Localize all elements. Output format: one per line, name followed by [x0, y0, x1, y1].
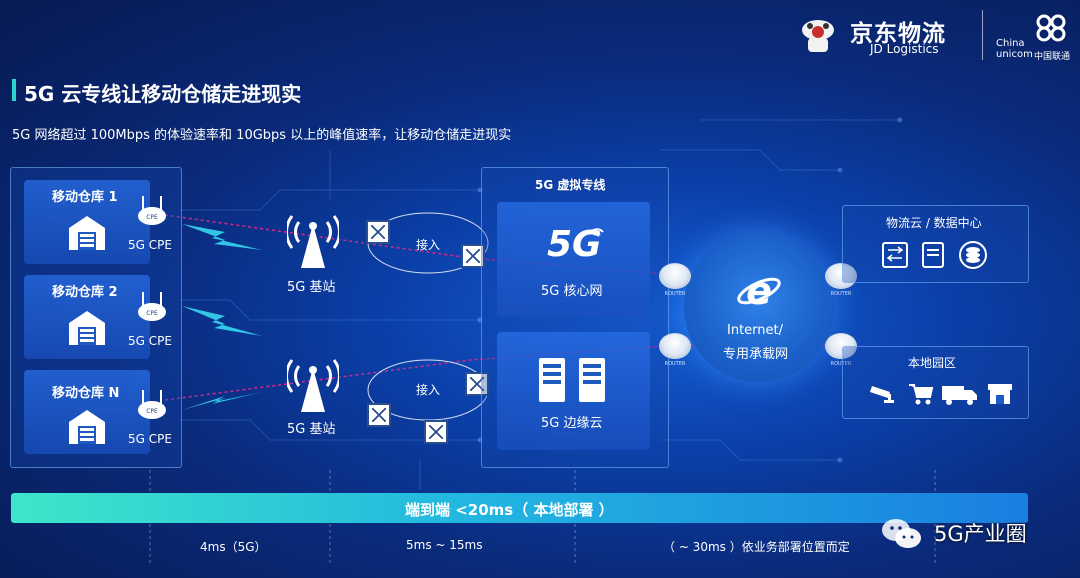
latency-segment-5g: 4ms（5G） [200, 540, 267, 554]
latency-bar [11, 493, 1028, 523]
jd-logo: 京东物流 JD Logistics [796, 14, 968, 58]
latency-segment-cloud: （ ~ 30ms ）依业务部署位置而定 [663, 540, 850, 554]
svg-text:CPE: CPE [146, 214, 158, 221]
internet-globe [684, 232, 834, 382]
base-station-label: 5G 基站 [287, 422, 336, 437]
page-title: 5G 云专线让移动仓储走进现实 [24, 82, 302, 106]
wifi-signal-icon [590, 228, 604, 236]
warehouse-card: 移动仓库 2 [24, 275, 150, 359]
wechat-watermark: 5G产业圈 [880, 512, 1060, 552]
cpe-router-icon: CPE [138, 292, 166, 321]
server-rack-icon [922, 242, 944, 268]
svg-text:e: e [746, 269, 772, 313]
warehouse-label: 移动仓库 1 [52, 190, 118, 205]
unicom-logo-en1: China [996, 38, 1025, 49]
internet-label-line1: Internet/ [727, 323, 783, 338]
core-network-card: 5G 5G 核心网 [497, 202, 650, 317]
title-accent-bar [12, 79, 16, 101]
router-icon: ROUTER [825, 263, 857, 297]
warehouse-icon [69, 216, 105, 250]
store-icon [988, 384, 1012, 404]
wechat-icon [882, 519, 921, 548]
cctv-camera-icon [870, 386, 894, 403]
unicom-logo: China unicom 中国联通 [994, 12, 1076, 62]
edge-cloud-label: 5G 边缘云 [541, 416, 603, 431]
shopping-cart-icon [909, 384, 934, 405]
access-label: 接入 [416, 383, 441, 397]
jd-dog-icon [802, 20, 834, 52]
unicom-logo-cn: 中国联通 [1034, 52, 1071, 62]
warehouse-card: 移动仓库 N [24, 370, 150, 454]
local-park-panel [842, 346, 1029, 419]
warehouse-label: 移动仓库 2 [52, 285, 118, 300]
antenna-tower-icon [287, 359, 339, 412]
jd-logo-en: JD Logistics [870, 42, 939, 56]
logistics-cloud-title: 物流云 / 数据中心 [886, 216, 982, 230]
switch-icon [465, 372, 489, 396]
warehouse-icon [69, 311, 105, 345]
jd-logo-cn: 京东物流 [850, 21, 946, 47]
server-icon [539, 358, 605, 402]
local-park-title: 本地园区 [908, 356, 957, 370]
cpe-label: 5G CPE [128, 432, 172, 446]
antenna-tower-icon [287, 215, 339, 268]
switch-icon [367, 403, 391, 427]
virtual-line-title: 5G 虚拟专线 [535, 178, 606, 192]
unicom-knot-icon [1036, 14, 1066, 42]
switch-icon [424, 420, 448, 444]
logistics-cloud-panel [842, 205, 1029, 283]
core-network-label: 5G 核心网 [541, 284, 603, 299]
cpe-label: 5G CPE [128, 238, 172, 252]
network-switch-icon [882, 242, 908, 268]
router-icon: ROUTER [825, 333, 857, 367]
truck-icon [942, 386, 977, 405]
ie-icon: e [737, 269, 781, 313]
svg-text:CPE: CPE [146, 310, 158, 317]
warehouse-icon [69, 410, 105, 444]
cpe-router-icon: CPE [138, 390, 166, 419]
warehouse-label: 移动仓库 N [52, 386, 120, 401]
cpe-label: 5G CPE [128, 334, 172, 348]
page-subtitle: 5G 网络超过 100Mbps 的体验速率和 10Gbps 以上的峰值速率，让移… [12, 128, 512, 143]
latency-bar-label: 端到端 <20ms（ 本地部署 ） [405, 501, 614, 519]
logo-divider [982, 10, 983, 60]
switch-icon [366, 220, 390, 244]
database-icon [959, 241, 987, 269]
cpe-router-icon: CPE [138, 196, 166, 225]
router-icon: ROUTER [659, 263, 691, 297]
router-icon: ROUTER [659, 333, 691, 367]
access-label: 接入 [416, 238, 441, 252]
internet-label-line2: 专用承载网 [723, 347, 789, 362]
latency-segment-transport: 5ms ~ 15ms [406, 538, 483, 552]
unicom-logo-en2: unicom [996, 49, 1033, 60]
watermark-text: 5G产业圈 [934, 522, 1027, 546]
warehouse-card: 移动仓库 1 [24, 180, 150, 264]
svg-text:CPE: CPE [146, 408, 158, 415]
edge-cloud-card: 5G 边缘云 [497, 332, 650, 450]
base-station-label: 5G 基站 [287, 280, 336, 295]
